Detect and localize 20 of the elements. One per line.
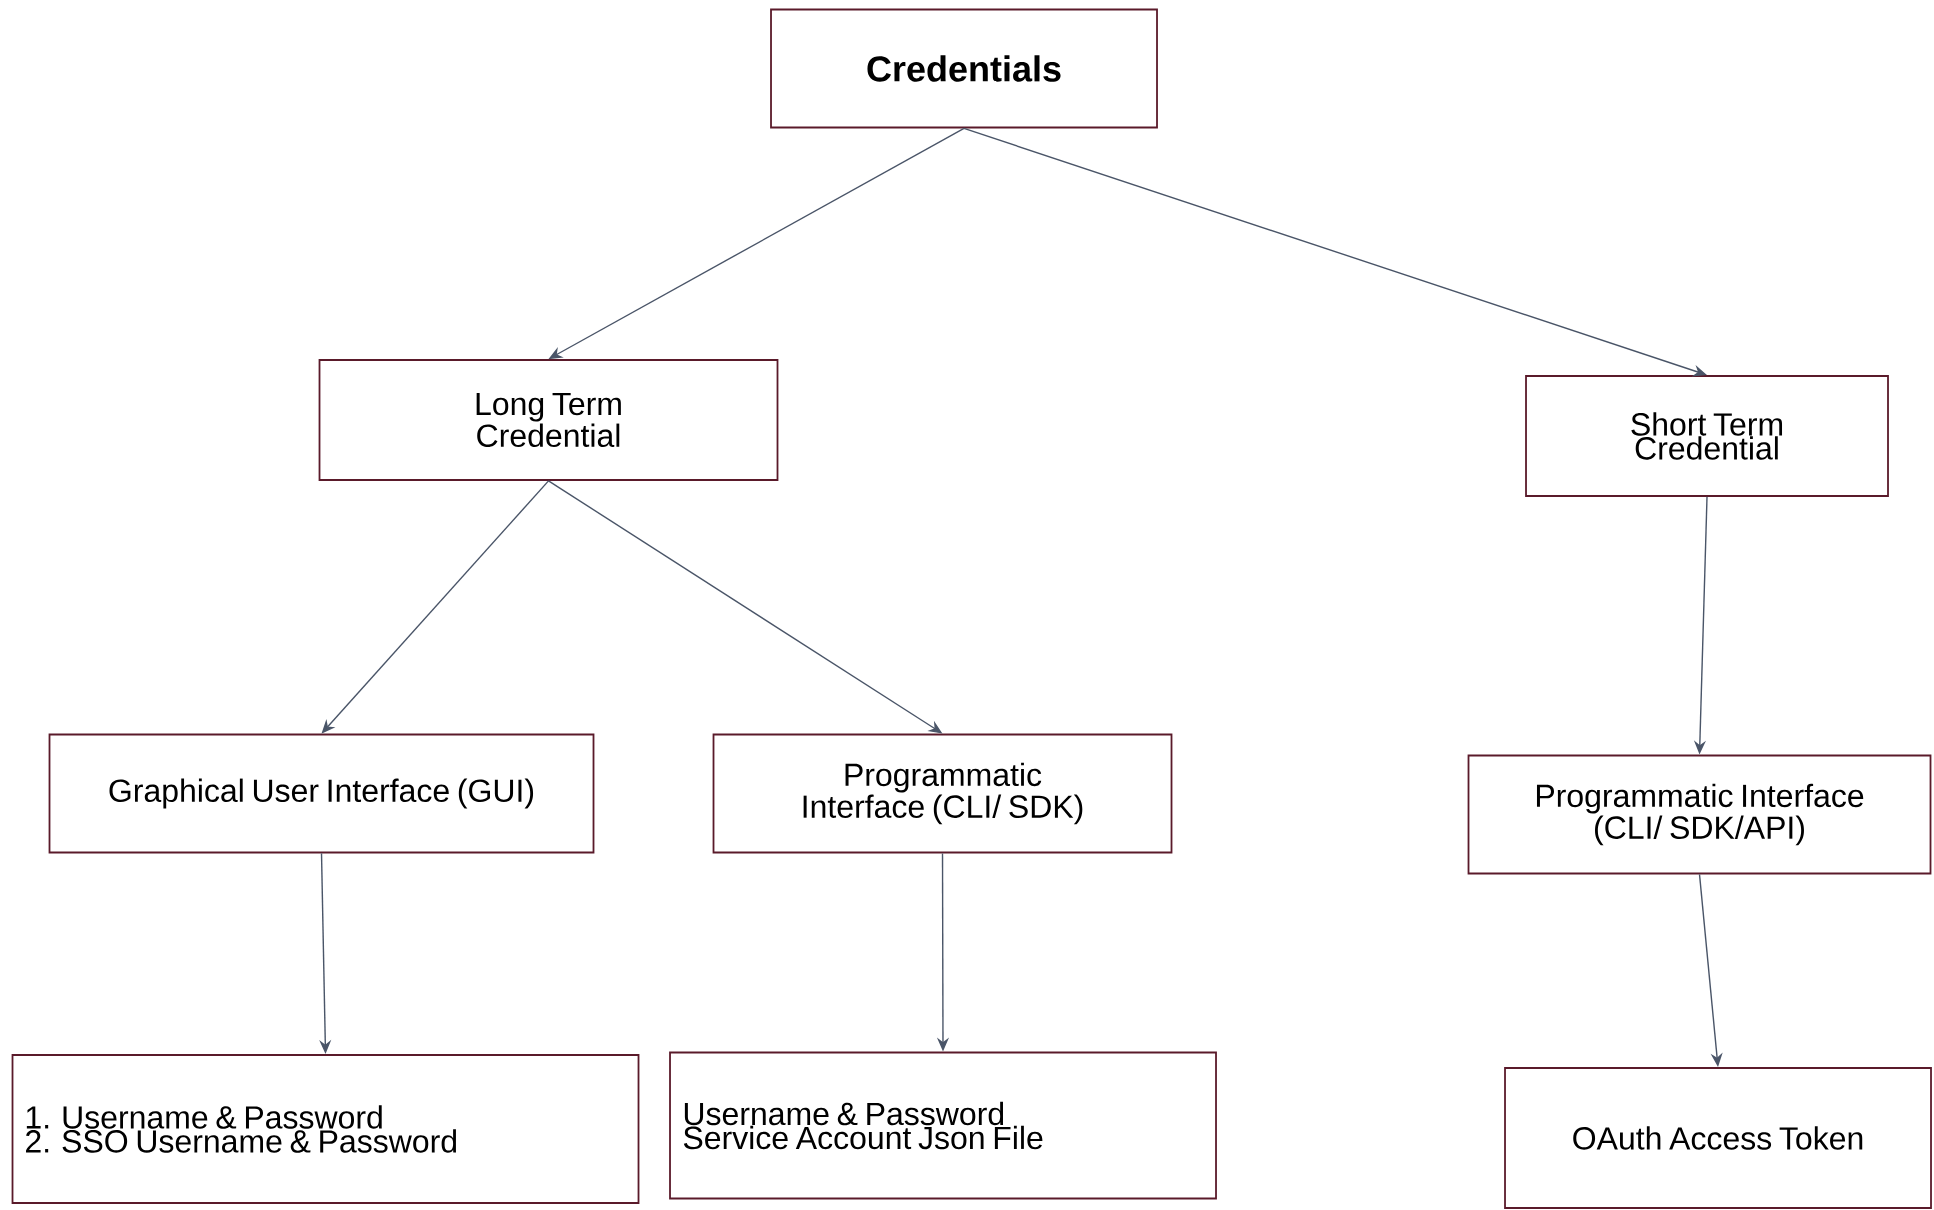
text-box [11,1054,640,1204]
text-box [1467,754,1932,875]
node-label: Programmatic Interface (CLI/ SDK/API) [1536,783,1864,846]
node-label: Username & Password [684,1101,1004,1126]
node-label: Short Term Credential [1631,412,1783,460]
text-box [669,1051,1217,1200]
node-label: Programmatic Interface (CLI/ SDK) [803,762,1083,825]
text-box [1504,1067,1932,1209]
node-label: Long Term Credential [476,392,621,448]
text-box [318,359,779,481]
text-box [48,733,595,854]
node-label: 1. Username & Password [26,1105,382,1129]
text-box [770,8,1158,129]
node-label: OAuth Access Token [1573,1126,1863,1150]
node-label: Credentials [867,55,1061,82]
node-label: Service Account Json File [683,1125,1043,1150]
node-label: Graphical User Interface (GUI) [109,778,534,809]
node-label: 2. SSO Username & Password [26,1129,457,1153]
text-box [712,733,1173,854]
text-box [1525,375,1889,497]
